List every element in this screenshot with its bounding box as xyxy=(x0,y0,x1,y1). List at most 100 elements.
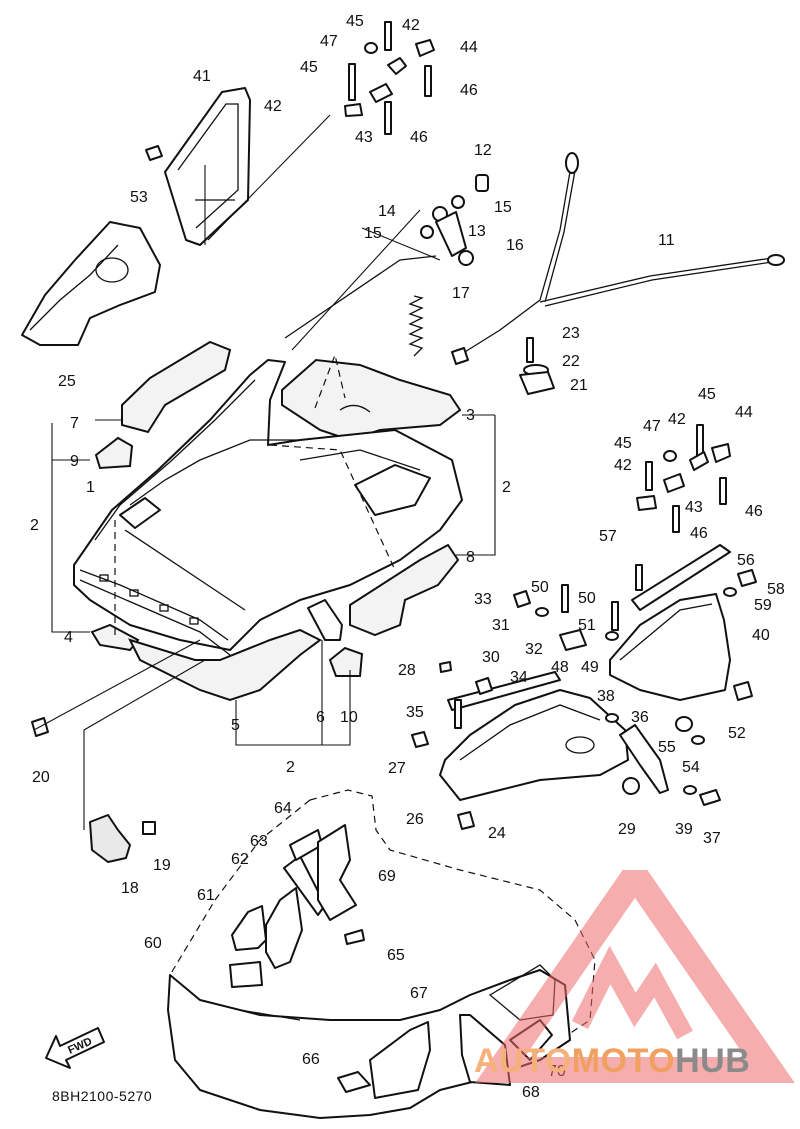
side-panel-40 xyxy=(609,593,731,701)
callout-6: 6 xyxy=(316,709,325,726)
callout-15: 15 xyxy=(494,199,512,216)
spring-17 xyxy=(408,295,424,357)
callout-2: 2 xyxy=(502,479,511,496)
clip-53 xyxy=(145,145,163,161)
callout-45: 45 xyxy=(346,13,364,30)
callout-48: 48 xyxy=(551,659,569,676)
callout-12: 12 xyxy=(474,142,492,159)
callout-32: 32 xyxy=(525,641,543,658)
callout-54: 54 xyxy=(682,759,700,776)
callout-43: 43 xyxy=(685,499,703,516)
foam-block-9 xyxy=(94,436,134,470)
callout-69: 69 xyxy=(378,868,396,885)
callout-labels: 1 2 2 2 3 4 5 6 7 8 9 10 11 12 13 14 15 … xyxy=(30,13,785,1101)
callout-39: 39 xyxy=(675,821,693,838)
callout-24: 24 xyxy=(488,825,506,842)
watermark-text: AUTOMOTOHUB xyxy=(474,1042,750,1081)
callout-28: 28 xyxy=(398,662,416,679)
bracket-41 xyxy=(164,87,251,246)
callout-7: 7 xyxy=(70,415,79,432)
callout-42: 42 xyxy=(402,17,420,34)
callout-26: 26 xyxy=(406,811,424,828)
callout-46: 46 xyxy=(745,503,763,520)
callout-43: 43 xyxy=(355,129,373,146)
bracket-6 xyxy=(307,599,343,641)
callout-57: 57 xyxy=(599,528,617,545)
callout-64: 64 xyxy=(274,800,292,817)
callout-42: 42 xyxy=(668,411,686,428)
callout-4: 4 xyxy=(64,629,73,646)
knob-52 xyxy=(733,681,753,701)
callout-33: 33 xyxy=(474,591,492,608)
callout-63: 63 xyxy=(250,833,268,850)
callout-17: 17 xyxy=(452,285,470,302)
cable-11 xyxy=(451,152,785,365)
callout-2: 2 xyxy=(30,517,39,534)
callout-23: 23 xyxy=(562,325,580,342)
callout-46: 46 xyxy=(410,129,428,146)
callout-41: 41 xyxy=(193,68,211,85)
seat-pad-3 xyxy=(281,358,462,442)
callout-2: 2 xyxy=(286,759,295,776)
callout-45: 45 xyxy=(300,59,318,76)
callout-47: 47 xyxy=(643,418,661,435)
callout-42: 42 xyxy=(614,457,632,474)
callout-46: 46 xyxy=(690,525,708,542)
callout-11: 11 xyxy=(658,232,675,249)
callout-49: 49 xyxy=(581,659,599,676)
callout-10: 10 xyxy=(340,709,358,726)
callout-56: 56 xyxy=(737,552,755,569)
bolt-58 xyxy=(737,569,757,587)
fasteners-middle xyxy=(31,584,721,835)
callout-9: 9 xyxy=(70,453,79,470)
callout-45: 45 xyxy=(698,386,716,403)
foam-pad-7 xyxy=(121,340,232,434)
diagram-code: 8BH2100-5270 xyxy=(52,1088,153,1104)
forward-arrow-icon: FWD xyxy=(45,1027,105,1069)
callout-31: 31 xyxy=(492,617,510,634)
callout-20: 20 xyxy=(32,769,50,786)
hood-1 xyxy=(73,359,463,656)
callout-42: 42 xyxy=(264,98,282,115)
callout-14: 14 xyxy=(378,203,396,220)
fasteners-right xyxy=(636,424,731,533)
clip-21-23 xyxy=(519,337,555,395)
callout-55: 55 xyxy=(658,739,676,756)
callout-34: 34 xyxy=(510,669,528,686)
watermark-logo-icon xyxy=(475,870,795,1083)
callout-3: 3 xyxy=(466,407,475,424)
callout-44: 44 xyxy=(735,404,753,421)
callout-1: 1 xyxy=(86,479,95,496)
callout-66: 66 xyxy=(302,1051,320,1068)
callout-51: 51 xyxy=(578,617,596,634)
callout-35: 35 xyxy=(406,704,424,721)
callout-29: 29 xyxy=(618,821,636,838)
callout-36: 36 xyxy=(631,709,649,726)
callout-38: 38 xyxy=(597,688,615,705)
callout-52: 52 xyxy=(728,725,746,742)
callout-45: 45 xyxy=(614,435,632,452)
callout-67: 67 xyxy=(410,985,428,1002)
watermark-part3: HUB xyxy=(675,1042,751,1080)
callout-61: 61 xyxy=(197,887,215,904)
callout-30: 30 xyxy=(482,649,500,666)
callout-40: 40 xyxy=(752,627,770,644)
callout-18: 18 xyxy=(121,880,139,897)
fasteners-top xyxy=(344,21,435,135)
callout-47: 47 xyxy=(320,33,338,50)
callout-8: 8 xyxy=(466,549,475,566)
watermark-part2: MOTO xyxy=(571,1042,676,1080)
hood-dash-line xyxy=(269,444,396,571)
callout-5: 5 xyxy=(231,717,240,734)
leader-lines xyxy=(33,114,496,830)
callout-21: 21 xyxy=(570,377,588,394)
callout-50: 50 xyxy=(531,579,549,596)
callout-68: 68 xyxy=(522,1084,540,1101)
side-cover-25 xyxy=(21,221,161,346)
bracket-18 xyxy=(89,814,131,863)
callout-37: 37 xyxy=(703,830,721,847)
callout-19: 19 xyxy=(153,857,171,874)
callout-46: 46 xyxy=(460,82,478,99)
pin-57 xyxy=(635,564,643,591)
